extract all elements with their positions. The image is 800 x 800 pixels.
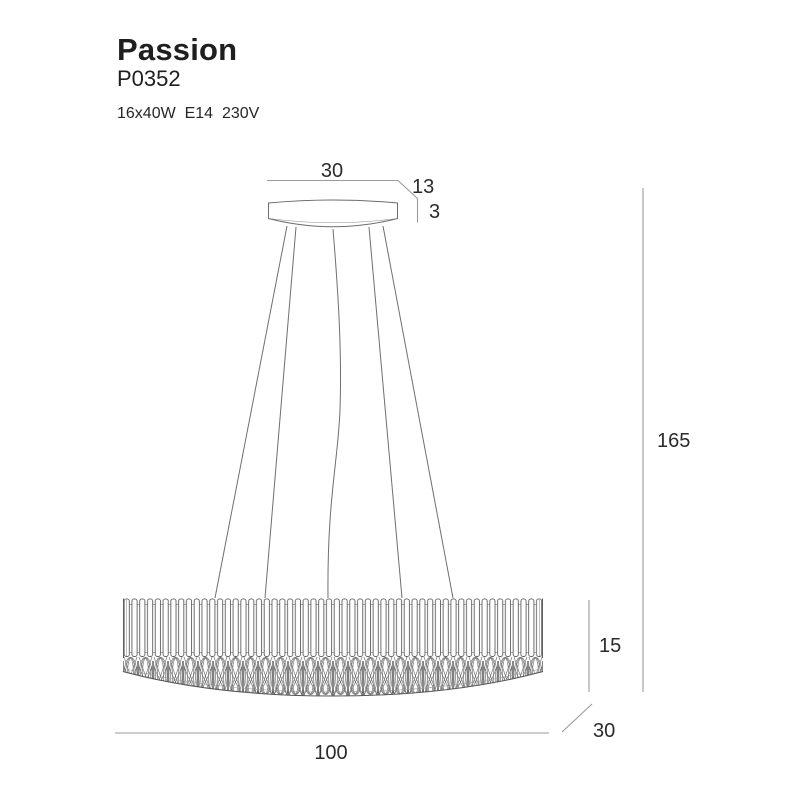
- shade-inner-bottom-line: [127, 669, 539, 693]
- shade: [122, 598, 544, 697]
- dim-label-ceiling-offset: 13: [412, 176, 434, 198]
- shade-mesh-band: [123, 656, 543, 696]
- dim-label-canopy-width: 30: [321, 160, 343, 182]
- dim-label-shade-height: 15: [599, 635, 621, 657]
- dim-label-total-height: 165: [657, 430, 690, 452]
- canopy-bottom-rim: [268, 218, 398, 224]
- dimension-lines: [115, 179, 644, 734]
- title-block: Passion P0352 16x40W E14 230V: [117, 34, 259, 122]
- dim-line-shade-depth: [561, 703, 593, 733]
- product-name: Passion: [117, 32, 238, 67]
- suspension-cables: [214, 225, 454, 599]
- dim-label-shade-depth: 30: [593, 720, 615, 742]
- suspension-cable-2: [264, 226, 297, 599]
- product-spec: 16x40W E14 230V: [117, 105, 260, 122]
- suspension-cable-1: [214, 225, 288, 599]
- canopy: [268, 199, 398, 228]
- product-code: P0352: [117, 66, 181, 91]
- canopy-outline: [268, 199, 398, 228]
- suspension-cable-4: [368, 226, 403, 599]
- dim-label-canopy-height: 3: [429, 201, 440, 223]
- shade-slat-band: [123, 598, 543, 658]
- power-cord: [327, 228, 342, 599]
- dim-leader-ceiling-offset: [397, 180, 418, 199]
- dim-label-shade-width: 100: [314, 742, 347, 764]
- shade-bottom-outline: [122, 671, 544, 697]
- suspension-cable-5: [382, 225, 454, 599]
- dimension-labels: 30 13 3 165 15 30 100: [314, 160, 690, 764]
